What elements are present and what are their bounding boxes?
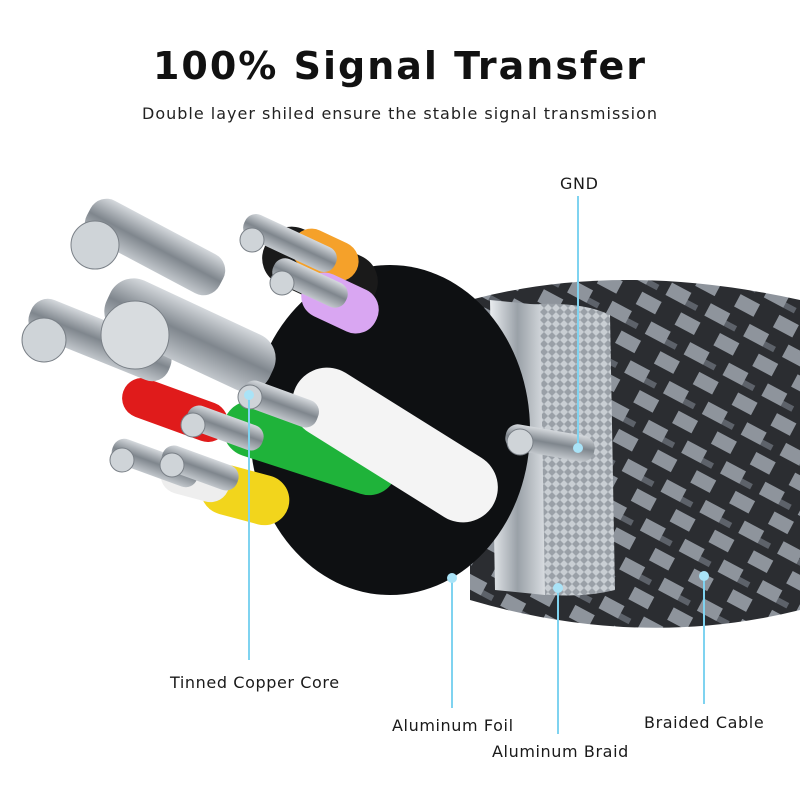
callout-braided-cable-label: Braided Cable xyxy=(644,713,765,732)
tinned-copper-strands xyxy=(21,198,595,491)
callout-aluminum-foil-label: Aluminum Foil xyxy=(392,716,514,735)
callout-aluminum-foil-pointer xyxy=(447,573,457,708)
callout-aluminum-braid-pointer xyxy=(553,583,563,734)
callout-gnd-pointer xyxy=(573,196,583,453)
page-subtitle: Double layer shiled ensure the stable si… xyxy=(142,104,658,123)
callout-gnd-label: GND xyxy=(560,174,599,193)
page-title: 100% Signal Transfer xyxy=(152,44,647,88)
callout-aluminum-braid-label: Aluminum Braid xyxy=(492,742,629,761)
callout-braided-cable-pointer xyxy=(699,571,709,704)
callout-tinned-copper-core-label: Tinned Copper Core xyxy=(170,673,340,692)
callout-tinned-copper-pointer xyxy=(244,390,254,660)
